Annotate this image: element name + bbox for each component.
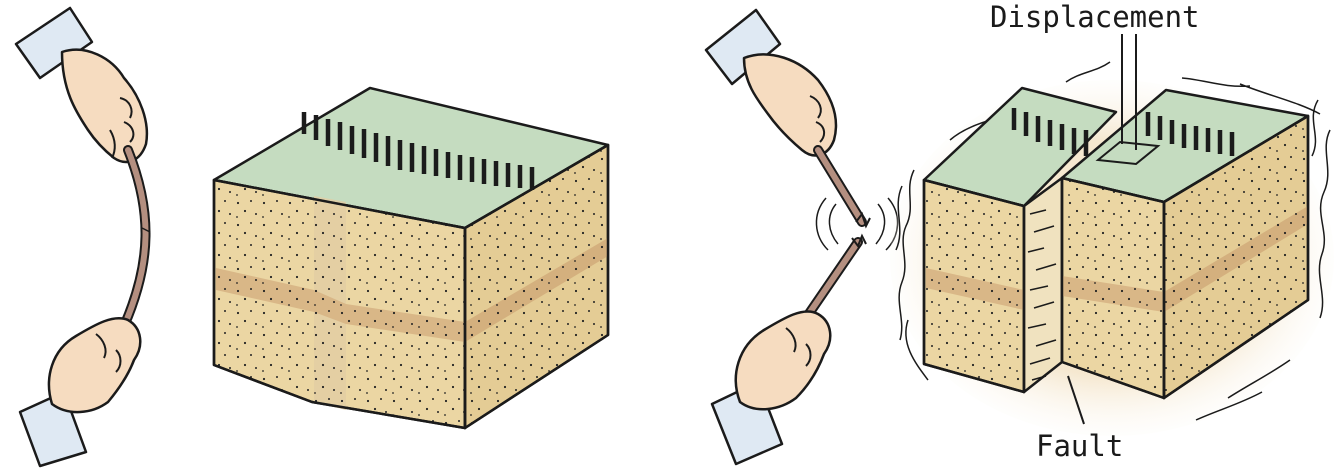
panel-after: Displacement Fault <box>704 0 1334 466</box>
right-fault-block <box>1060 88 1310 400</box>
panel-before <box>14 6 610 468</box>
upper-hand-shape-right <box>742 53 838 157</box>
displacement-label: Displacement <box>990 0 1200 34</box>
displacement-offset-box <box>1095 140 1161 166</box>
lower-hand-shape-right <box>734 310 832 411</box>
lower-hand-right <box>710 310 832 466</box>
upper-sleeve-right <box>704 8 782 86</box>
fence-line-right-block <box>1145 112 1235 156</box>
fence-line-left-block <box>1011 108 1089 156</box>
fence-line-before <box>301 112 535 190</box>
upper-hand-left <box>14 6 149 164</box>
lower-hand-shape-left <box>47 317 142 414</box>
lower-hand-left <box>18 317 142 468</box>
fault-leader-line <box>1067 375 1085 425</box>
upper-hand-shape-left <box>60 48 149 164</box>
fault-label: Fault <box>1036 429 1123 463</box>
upper-hand-right <box>704 8 838 157</box>
ground-shaking-lines <box>895 61 1331 421</box>
left-fault-block <box>922 86 1118 394</box>
upper-sleeve-left <box>14 6 94 80</box>
deformed-rock-block <box>212 86 610 430</box>
